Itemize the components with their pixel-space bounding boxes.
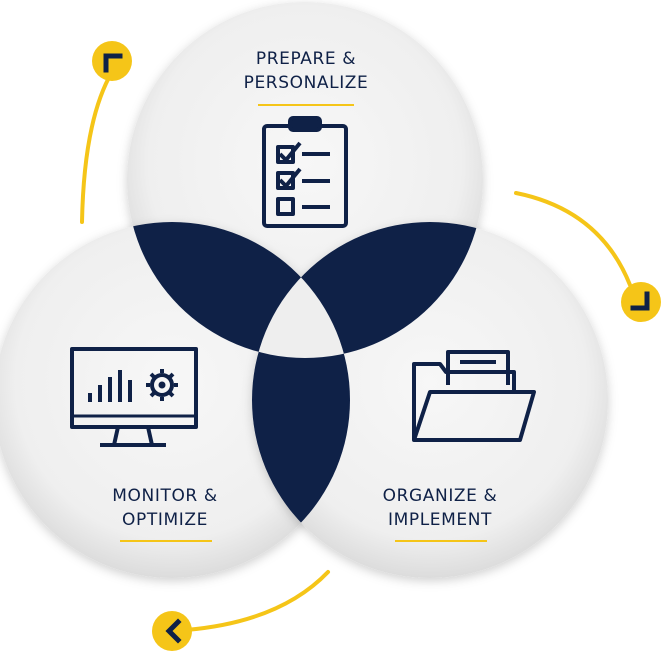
underline-organize xyxy=(395,540,487,542)
cycle-arcs xyxy=(80,70,632,632)
underline-monitor xyxy=(120,540,212,542)
label-prepare: PREPARE & PERSONALIZE xyxy=(216,47,396,95)
underline-prepare xyxy=(258,104,354,106)
monitor-chart-gear-icon xyxy=(70,347,198,447)
label-monitor-line1: MONITOR & xyxy=(112,486,218,506)
label-monitor-line2: OPTIMIZE xyxy=(122,510,208,530)
overlap-top-right xyxy=(252,222,483,358)
arc-right xyxy=(514,191,632,287)
label-organize-line1: ORGANIZE & xyxy=(382,486,498,506)
clipboard-checklist-icon xyxy=(262,116,348,228)
cycle-arrow-icon xyxy=(152,611,192,651)
label-organize-line2: IMPLEMENT xyxy=(387,510,493,530)
label-organize: ORGANIZE & IMPLEMENT xyxy=(350,484,530,532)
arc-bottom xyxy=(184,570,330,632)
label-monitor: MONITOR & OPTIMIZE xyxy=(75,484,255,532)
overlap-top-left xyxy=(127,222,350,358)
cycle-arrow-icon xyxy=(92,41,132,81)
arc-left xyxy=(80,70,114,224)
cycle-arrow-icon xyxy=(621,282,661,322)
label-prepare-line1: PREPARE & xyxy=(255,49,357,69)
label-prepare-line2: PERSONALIZE xyxy=(243,73,369,93)
folder-with-document-icon xyxy=(412,350,536,442)
